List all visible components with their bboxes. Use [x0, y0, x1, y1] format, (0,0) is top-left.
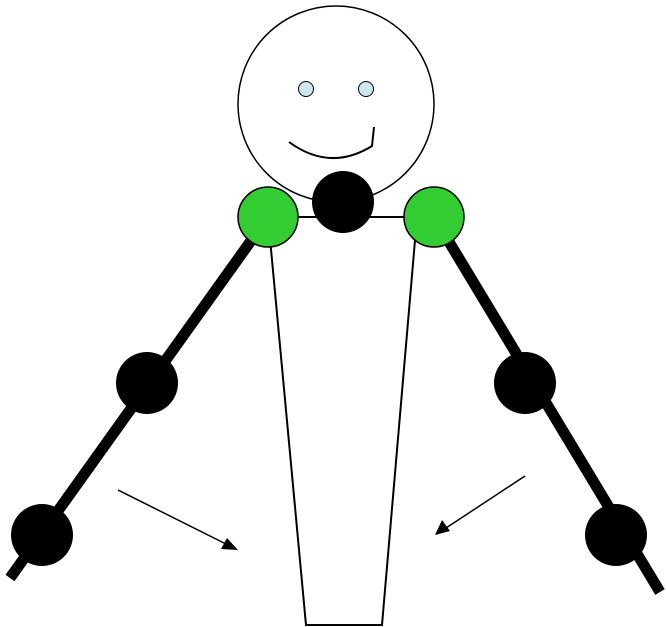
left-shoulder-joint — [238, 187, 298, 247]
left-elbow-joint — [116, 352, 178, 414]
right-eye — [359, 82, 374, 97]
right-arrow-icon — [435, 476, 525, 535]
left-wrist-joint — [11, 504, 73, 566]
torso — [268, 217, 417, 625]
left-arrow-icon — [118, 490, 238, 550]
left-eye — [299, 82, 314, 97]
neck-joint — [312, 171, 374, 233]
right-elbow-joint — [494, 352, 556, 414]
right-shoulder-joint — [404, 187, 464, 247]
right-wrist-joint — [585, 504, 647, 566]
